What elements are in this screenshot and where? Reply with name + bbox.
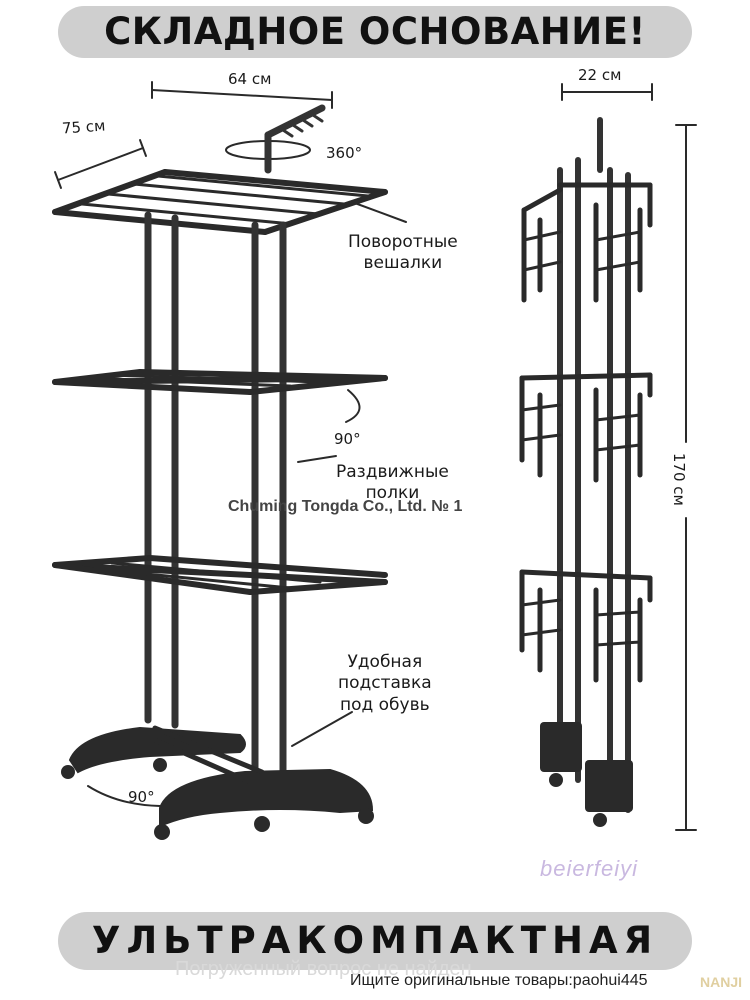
folded-depth-dimension [561,83,653,101]
faded-watermark-line: Погруженный вопрос не найден [175,958,472,980]
poles [144,211,287,789]
corner-watermark: NANJI [700,974,743,990]
folded-base [540,722,633,827]
folded-rack [557,117,631,813]
depth-dimension-line [54,139,147,189]
folded-shelf-top [521,182,653,303]
search-hint: Ищите оригинальные товары:paohui445 [350,972,648,989]
width-dimension-line [151,81,333,109]
rotating-hook [264,104,326,174]
height-dimension [675,124,697,831]
top-shelf [52,169,388,235]
height-label: 170 см [669,452,688,506]
brand-logo: beierfeiyi [540,856,639,881]
folded-depth-label: 22 см [578,66,622,84]
width-label: 64 см [228,70,272,88]
base-angle-label: 90° [128,788,155,806]
rotation-angle-label: 360° [326,144,363,162]
footer-banner: УЛЬТРАКОМПАКТНАЯ [58,912,692,970]
leader-lines [87,201,407,807]
folded-shelf-middle [519,372,653,483]
company-watermark: Chuming Tongda Co., Ltd. № 1 [228,498,463,515]
extendable-shelves-label: Раздвижные полки [336,462,449,504]
rotating-hangers-label: Поворотные вешалки [348,232,458,274]
shelf-angle-label: 90° [334,430,361,448]
lower-shelf [52,555,388,595]
rack-base [68,726,374,828]
header-banner: СКЛАДНОЕ ОСНОВАНИЕ! [58,6,692,58]
depth-label: 75 см [61,116,106,138]
shoe-stand-label: Удобная подставка под обувь [338,652,432,715]
shoe-rails [147,725,265,785]
middle-shelf [52,369,388,395]
wheels [61,758,374,840]
